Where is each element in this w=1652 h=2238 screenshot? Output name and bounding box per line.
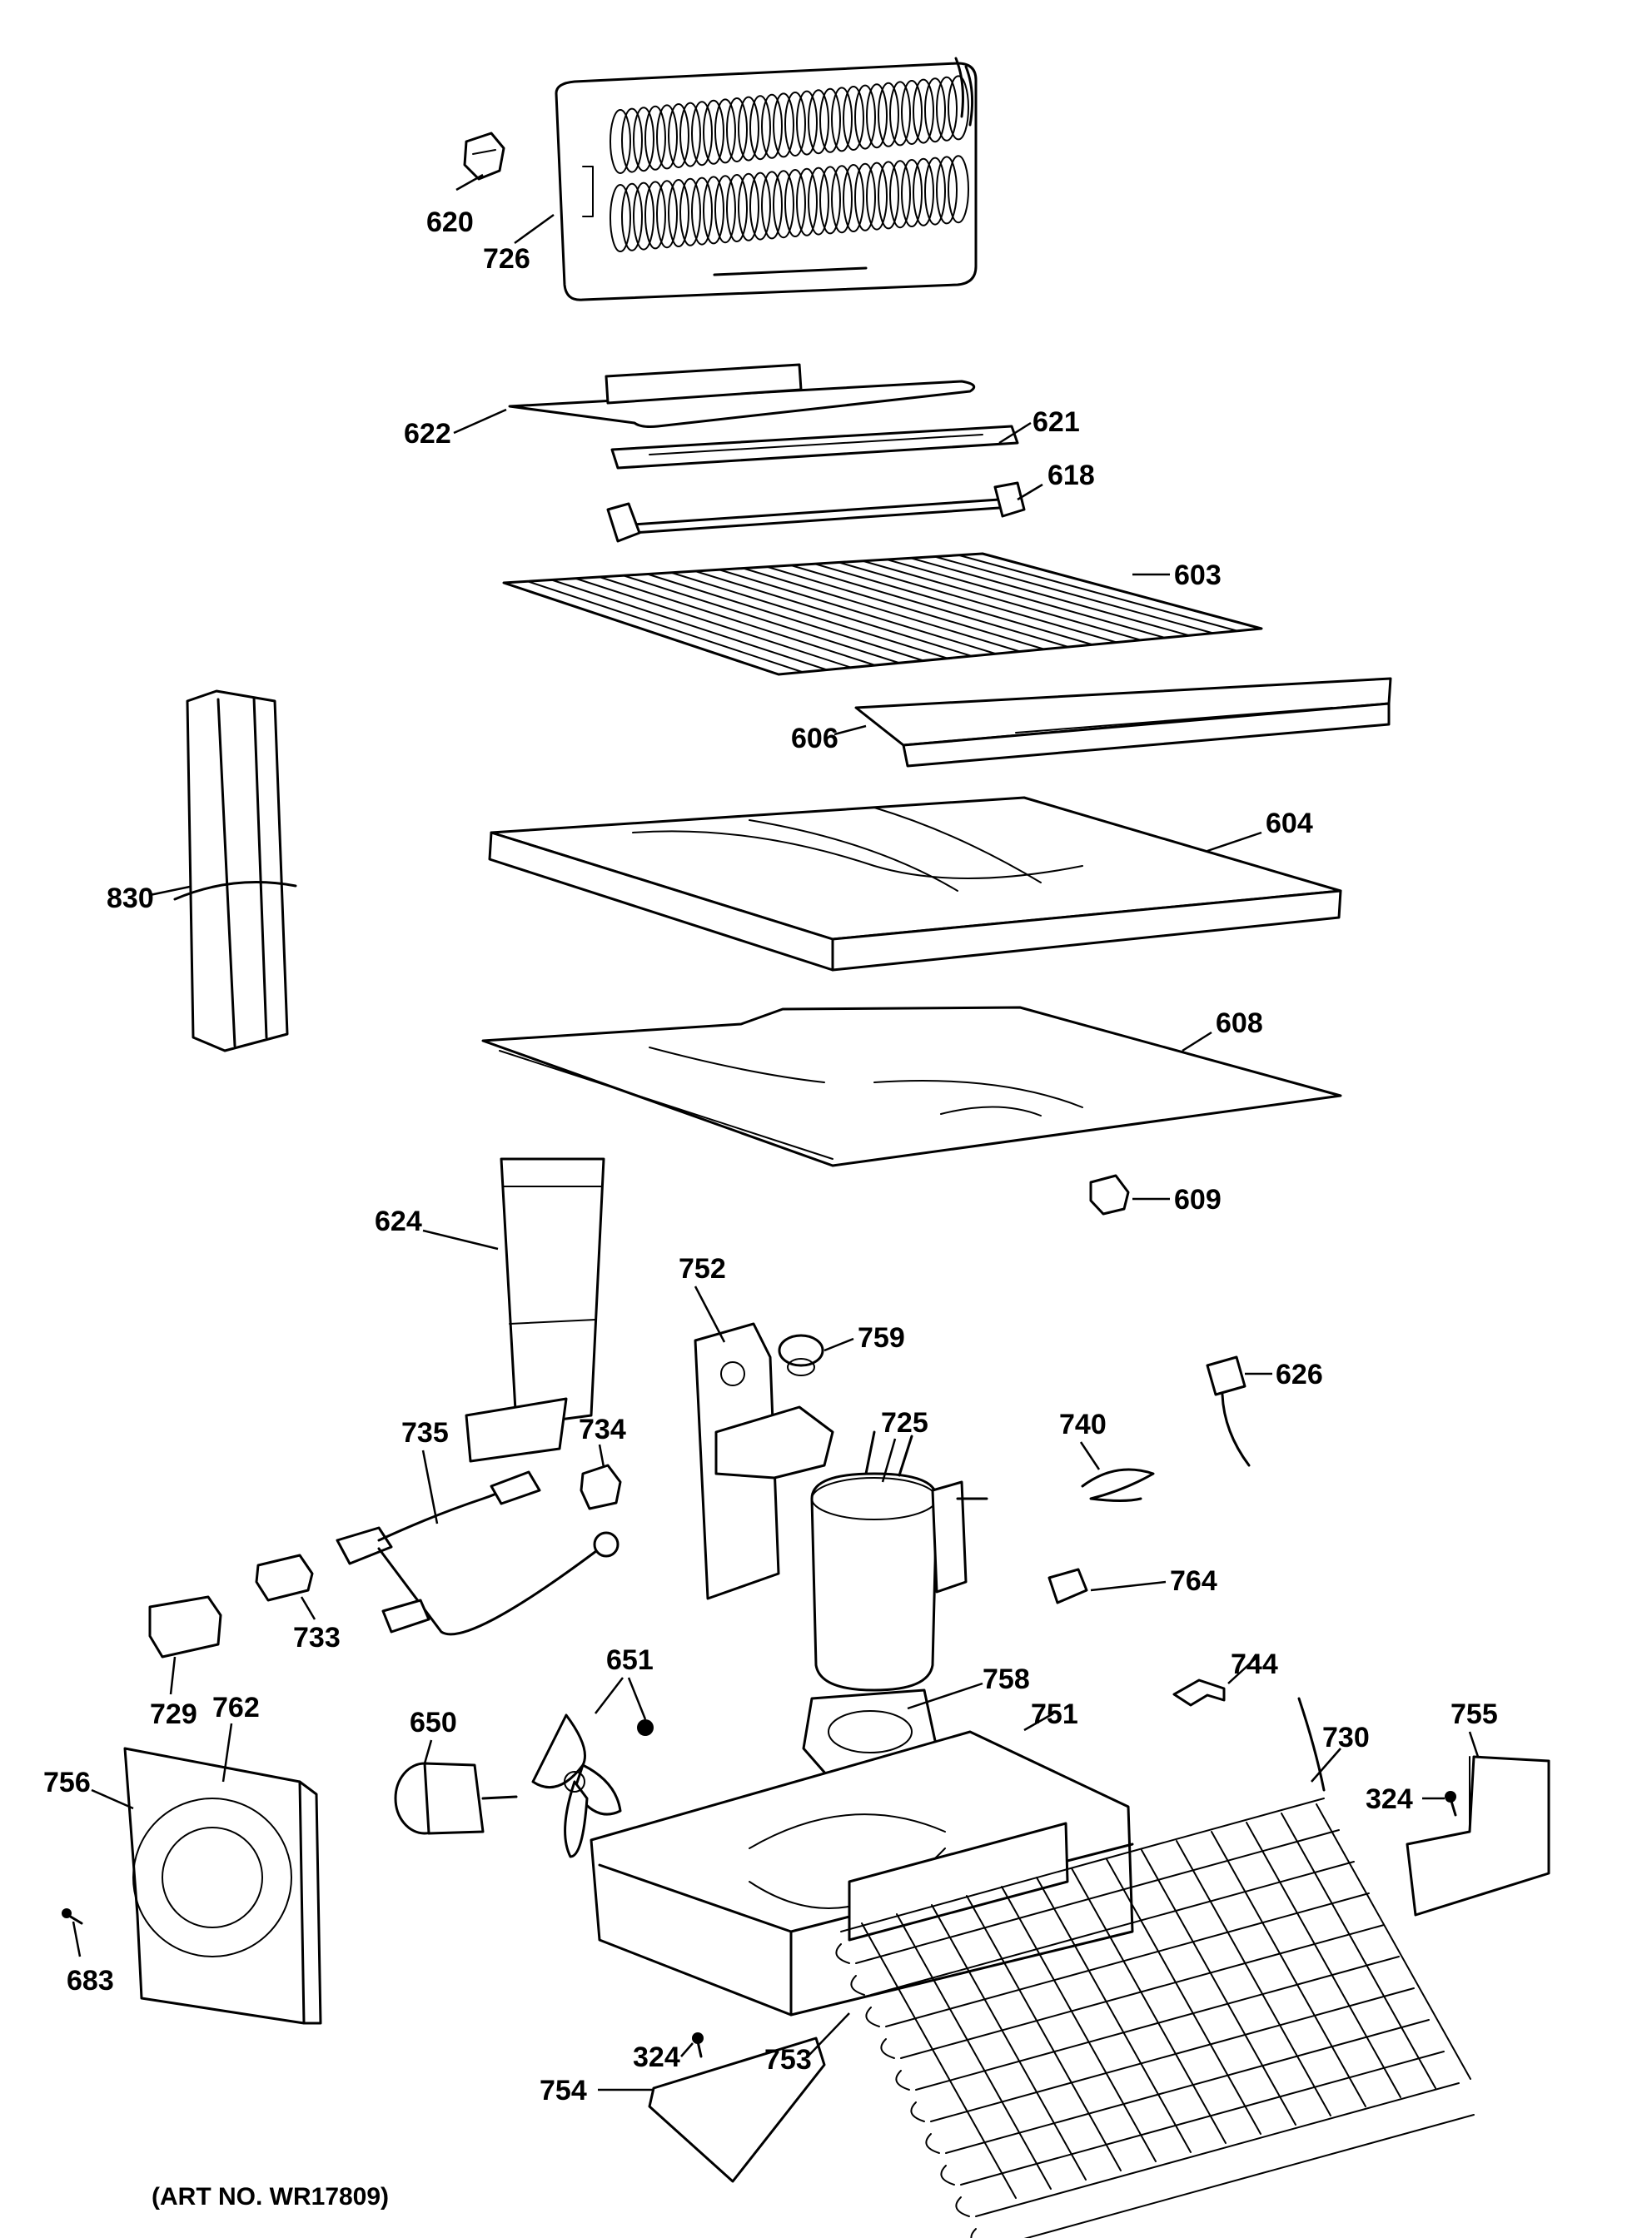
part-609-fitting	[1089, 1174, 1130, 1216]
part-324-screw-bottom	[692, 2032, 704, 2058]
part-620-clip	[463, 132, 505, 181]
part-756-fan-shroud	[123, 1747, 322, 2025]
part-622-plate	[508, 363, 976, 428]
part-751-base	[590, 1730, 1134, 2017]
part-650-fan-motor	[394, 1762, 518, 1835]
callout-726: 726	[483, 243, 530, 275]
callout-754: 754	[540, 2075, 587, 2106]
part-324-screw-right	[1445, 1791, 1457, 1817]
part-608-pan	[481, 1006, 1342, 1167]
callout-683: 683	[67, 1965, 114, 1997]
leader-lines	[72, 173, 1480, 2091]
evaporator-part-726	[555, 57, 978, 301]
callout-626: 626	[1276, 1359, 1323, 1390]
callout-650: 650	[410, 1707, 457, 1738]
part-618-heater	[606, 481, 1026, 543]
part-604-shelf	[488, 796, 1342, 972]
callout-758: 758	[983, 1664, 1030, 1695]
part-733-switch	[255, 1554, 314, 1602]
part-683-screw	[62, 1908, 83, 1925]
callout-740: 740	[1059, 1409, 1107, 1440]
callout-830: 830	[107, 883, 154, 914]
part-753-shroud	[848, 1822, 1069, 1942]
callout-751: 751	[1031, 1698, 1078, 1730]
callout-622: 622	[404, 418, 451, 450]
callout-608: 608	[1216, 1007, 1263, 1039]
part-626-plug	[1206, 1355, 1251, 1467]
part-624-duct	[465, 1157, 605, 1463]
part-752-bracket	[694, 1322, 834, 1600]
callout-620: 620	[426, 206, 474, 238]
part-755-bracket	[1406, 1755, 1550, 1917]
callout-324-bottom: 324	[633, 2042, 680, 2073]
part-606-cover	[854, 677, 1392, 768]
art-number-label: (ART NO. WR17809)	[152, 2183, 389, 2211]
callout-730: 730	[1322, 1722, 1370, 1753]
callout-734: 734	[579, 1414, 626, 1445]
callout-744: 744	[1231, 1649, 1278, 1680]
callout-733: 733	[293, 1622, 341, 1654]
callout-735: 735	[401, 1417, 449, 1449]
callout-624: 624	[375, 1206, 422, 1237]
callout-752: 752	[679, 1253, 726, 1285]
part-754-cover	[648, 2037, 826, 2183]
part-603-shelf	[502, 552, 1263, 676]
callout-606: 606	[791, 723, 838, 754]
part-740-spring-clip	[1081, 1468, 1155, 1502]
callout-729: 729	[150, 1698, 197, 1730]
callout-609: 609	[1174, 1184, 1222, 1216]
part-725-compressor	[810, 1430, 988, 1692]
part-830-channel	[173, 689, 297, 1052]
callout-764: 764	[1170, 1565, 1217, 1597]
part-730-condenser	[835, 1697, 1475, 2238]
callout-621: 621	[1032, 406, 1080, 438]
callout-762: 762	[212, 1692, 260, 1723]
part-621-bracket	[610, 425, 1019, 470]
part-729-capacitor	[148, 1595, 222, 1659]
part-651-fan-blade	[531, 1713, 654, 1858]
part-764-clip	[1047, 1568, 1088, 1604]
part-734-relay	[580, 1464, 622, 1510]
callout-603: 603	[1174, 560, 1222, 591]
callout-756: 756	[43, 1767, 91, 1798]
callout-labels: 620 726 622 621 618 603 606 604 830 608 …	[43, 206, 1498, 2106]
callout-759: 759	[858, 1322, 905, 1354]
callout-604: 604	[1266, 808, 1313, 839]
part-759-grommet	[778, 1334, 824, 1376]
callout-725: 725	[881, 1407, 928, 1439]
callout-618: 618	[1047, 460, 1095, 491]
part-735-harness	[336, 1470, 620, 1636]
part-744-clip	[1172, 1678, 1226, 1707]
callout-753: 753	[764, 2044, 812, 2076]
callout-755: 755	[1450, 1698, 1498, 1730]
callout-651: 651	[606, 1644, 654, 1676]
callout-324-right: 324	[1366, 1783, 1413, 1815]
